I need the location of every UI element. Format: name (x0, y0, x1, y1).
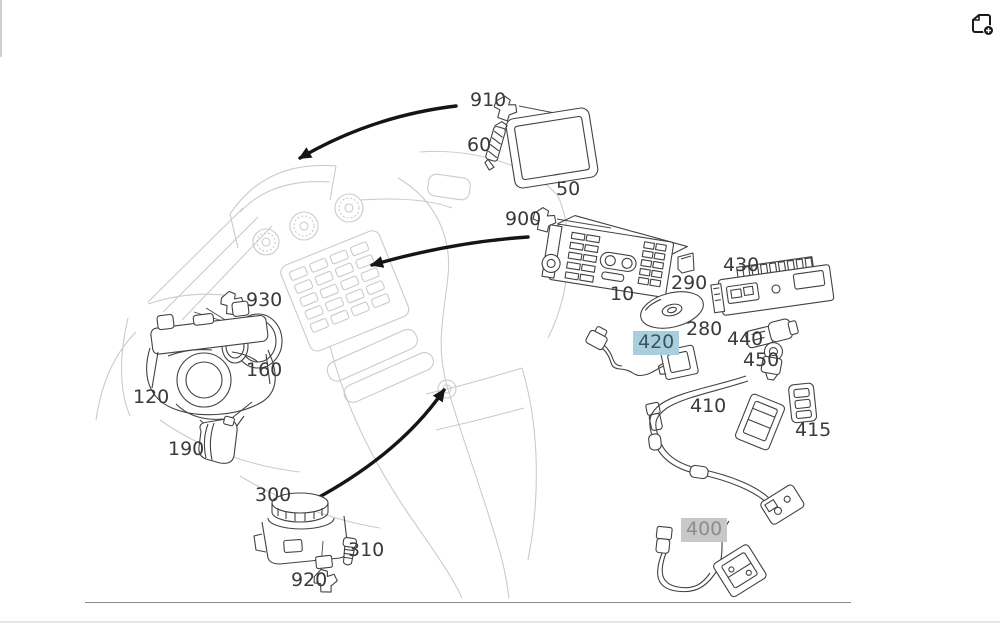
sd-card-290-art (677, 252, 695, 274)
part-label-930[interactable]: 930 (246, 289, 283, 311)
left-edge-rule (0, 0, 2, 57)
aux-harness-410-art (645, 375, 805, 525)
arrow-to-center-stack (370, 235, 530, 268)
part-label-400-dimmed[interactable]: 400 (681, 518, 728, 542)
part-label-50[interactable]: 50 (556, 178, 581, 200)
part-label-60[interactable]: 60 (467, 134, 492, 156)
part-label-900[interactable]: 900 (505, 208, 542, 230)
part-label-300[interactable]: 300 (255, 484, 292, 506)
cable-420-art (585, 326, 699, 380)
bracket-415-art (788, 382, 818, 424)
part-label-290[interactable]: 290 (671, 272, 708, 294)
sensor-450-art (760, 342, 783, 381)
connector-440-art (745, 318, 799, 349)
part-label-450[interactable]: 450 (743, 349, 780, 371)
part-label-190[interactable]: 190 (168, 438, 205, 460)
part-label-120[interactable]: 120 (133, 386, 170, 408)
bracket-60-art (484, 121, 508, 171)
part-label-910[interactable]: 910 (470, 89, 507, 111)
control-module-120-art (146, 300, 276, 432)
cd-disc-280-art (640, 291, 704, 329)
part-label-160[interactable]: 160 (246, 359, 283, 381)
part-label-310[interactable]: 310 (348, 539, 385, 561)
screw-310-art (342, 537, 358, 566)
new-window-plus-icon[interactable] (967, 8, 997, 38)
part-label-430[interactable]: 430 (723, 254, 760, 276)
part-label-415[interactable]: 415 (795, 419, 832, 441)
display-unit-50-art (505, 107, 599, 189)
arrow-to-console (310, 388, 446, 503)
part-label-410[interactable]: 410 (690, 395, 727, 417)
controller-300-art (253, 492, 349, 570)
part-label-280[interactable]: 280 (686, 318, 723, 340)
part-label-920[interactable]: 920 (291, 569, 328, 591)
usb-cable-400-art (655, 520, 767, 598)
part-label-10[interactable]: 10 (610, 283, 635, 305)
media-panel-430-art (710, 256, 835, 316)
part-label-440[interactable]: 440 (727, 328, 764, 350)
part-label-420-selected[interactable]: 420 (633, 331, 680, 355)
arrow-to-dash-top (298, 104, 458, 160)
cover-190-art (198, 415, 238, 464)
callout-arrows (298, 104, 530, 503)
head-unit-10-art (541, 215, 688, 298)
diagram-bottom-rule (85, 602, 851, 603)
page-bottom-divider (0, 621, 1000, 623)
dashboard-line-art (95, 150, 569, 599)
